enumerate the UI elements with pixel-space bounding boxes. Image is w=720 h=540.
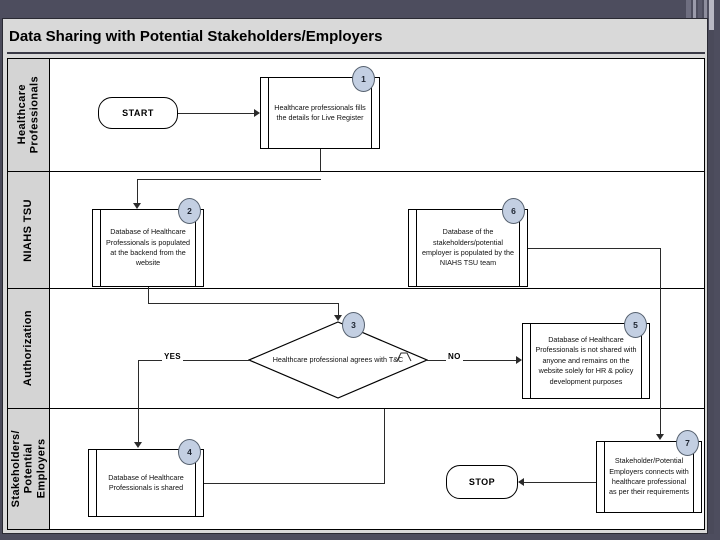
swimlane-label-authorization: Authorization	[22, 310, 35, 387]
node-step7-label: Stakeholder/Potential Employers connects…	[609, 456, 689, 497]
edge-no-horizontal	[426, 360, 518, 361]
swimlane-label-niahs-tsu: NIAHS TSU	[22, 198, 35, 262]
swimlane-header-stakeholders-employers: Stakeholders/ Potential Employers	[8, 409, 50, 529]
title-divider	[7, 52, 705, 54]
node-step6-label: Database of the stakeholders/potential e…	[422, 227, 514, 268]
edge-crossing-jump	[396, 352, 412, 362]
swimlane-header-authorization: Authorization	[8, 289, 50, 408]
bottom-decoration-band	[0, 534, 720, 540]
edge-step6-down	[660, 248, 661, 303]
swimlane-header-niahs-tsu: NIAHS TSU	[8, 172, 50, 288]
edge-label-yes: YES	[162, 352, 183, 361]
node-step4-badge: 4	[178, 439, 201, 465]
edge-step4-right	[204, 483, 385, 484]
node-step5-label: Database of Healthcare Professionals is …	[535, 334, 637, 386]
edge-step6-right	[528, 248, 661, 249]
node-decision3-label: Healthcare professional agrees with T&C	[272, 354, 404, 364]
edge-step4-up	[384, 409, 385, 483]
node-stop-label: STOP	[468, 477, 496, 487]
node-step5-badge: 5	[624, 312, 647, 338]
node-step7-badge: 7	[676, 430, 699, 456]
node-decision3-badge: 3	[342, 312, 365, 338]
edge-step6-through-authorization	[660, 289, 661, 409]
slide-title: Data Sharing with Potential Stakeholders…	[9, 28, 383, 45]
corner-stripes-decoration	[684, 0, 720, 30]
swimlane-healthcare-professionals: Healthcare Professionals START Healthcar…	[8, 59, 704, 172]
node-stop[interactable]: STOP	[446, 465, 518, 499]
edge-label-no: NO	[446, 352, 463, 361]
swimlane-niahs-tsu: NIAHS TSU Database of Healthcare Profess…	[8, 172, 704, 303]
edge-step1-down	[320, 149, 321, 171]
swimlane-label-stakeholders-employers: Stakeholders/ Potential Employers	[9, 430, 47, 508]
slide-panel: Data Sharing with Potential Stakeholders…	[2, 18, 708, 534]
edge-start-to-step1-arrow	[254, 109, 260, 117]
edge-step1-to-step2-arrow	[133, 203, 141, 209]
edge-yes-to-step4-vertical	[138, 409, 139, 443]
edge-step6-to-step7-vertical	[660, 409, 661, 435]
swimlane-label-healthcare-professionals: Healthcare Professionals	[15, 76, 41, 154]
node-step6-badge: 6	[502, 198, 525, 224]
edge-yes-vertical	[138, 360, 139, 409]
decision-diamond-shape	[248, 321, 428, 399]
node-step2-label: Database of Healthcare Professionals is …	[106, 227, 190, 268]
edge-step2-to-decision-vertical-b	[338, 303, 339, 316]
node-step1-label: Healthcare professionals fills the detai…	[274, 102, 366, 122]
swimlane-body-niahs-tsu: Database of Healthcare Professionals is …	[50, 172, 704, 303]
node-start[interactable]: START	[98, 97, 178, 129]
swimlane-diagram: Healthcare Professionals START Healthcar…	[7, 58, 705, 530]
edge-step6-to-step7-arrow	[656, 434, 664, 440]
node-start-label: START	[122, 108, 154, 118]
swimlane-stakeholders-employers: Stakeholders/ Potential Employers Databa…	[8, 409, 704, 529]
swimlane-body-authorization: Healthcare professional agrees with T&C …	[50, 289, 704, 409]
edge-yes-horizontal	[138, 360, 250, 361]
edge-step2-to-decision-arrow	[334, 315, 342, 321]
top-decoration-band	[0, 0, 720, 18]
node-decision3[interactable]: Healthcare professional agrees with T&C	[248, 321, 428, 399]
edge-start-to-step1	[178, 113, 254, 114]
edge-step1-to-step2-vertical	[137, 179, 138, 203]
edge-step2-to-decision-horizontal	[148, 303, 338, 304]
edge-no-arrow	[516, 356, 522, 364]
right-decoration-strip	[714, 0, 720, 540]
node-step4[interactable]: Database of Healthcare Professionals is …	[88, 449, 204, 517]
node-step1-badge: 1	[352, 66, 375, 92]
node-step2-badge: 2	[178, 198, 201, 224]
edge-yes-to-step4-arrow	[134, 442, 142, 448]
node-step4-label: Database of Healthcare Professionals is …	[108, 472, 184, 492]
swimlane-body-stakeholders-employers: Database of Healthcare Professionals is …	[50, 409, 704, 529]
swimlane-authorization: Authorization Healthcare professional ag…	[8, 289, 704, 409]
edge-step1-to-step2-horizontal	[137, 179, 321, 180]
edge-step2-to-decision-vertical-a	[148, 289, 149, 303]
swimlane-body-healthcare-professionals: START Healthcare professionals fills the…	[50, 59, 704, 171]
edge-step7-to-stop-arrow	[518, 478, 524, 486]
swimlane-header-healthcare-professionals: Healthcare Professionals	[8, 59, 50, 171]
edge-step7-to-stop	[524, 482, 596, 483]
